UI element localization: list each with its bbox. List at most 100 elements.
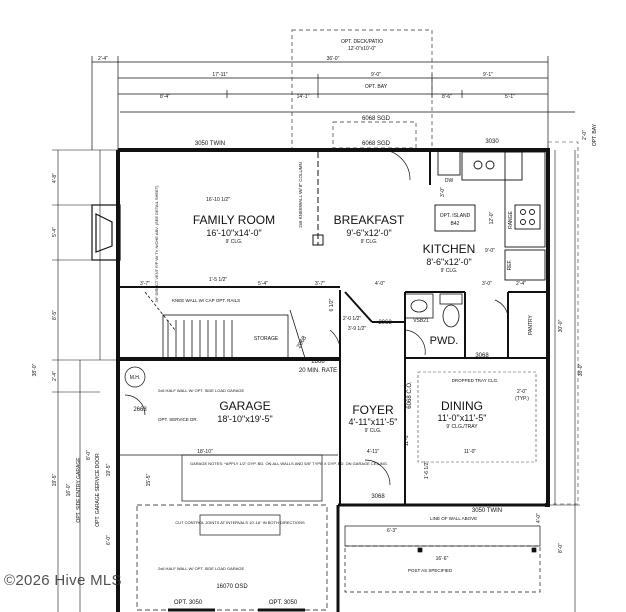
mls-watermark: ©2026 Hive MLS (4, 572, 122, 589)
dim-2-0-half: 2'-0 1/2" (343, 316, 362, 322)
dim-left-19-5b: 19'-5" (106, 463, 112, 476)
window-6068-sgd: 6068 SGD (362, 141, 391, 147)
stair (144, 291, 306, 359)
typ-note: (TYP.) (515, 396, 529, 402)
dim-overall-width: 36'-0" (327, 56, 340, 62)
kitchen-clg: 9' CLG. (441, 268, 458, 274)
pantry-name: PANTRY (528, 314, 534, 334)
knee-wall-rails-note: KNEE WALL W/ CAP OPT. RAILS (172, 298, 240, 303)
dim-18-10: 18'-10" (197, 449, 213, 455)
fireplace (91, 204, 121, 261)
dim-5-1: 5'-1" (505, 94, 515, 100)
dim-9-0: 9'-0" (371, 72, 381, 78)
fireplace-note: 36" DIRECT VENT F/P W/ TV NICHE ABV. (SE… (154, 185, 159, 303)
window-6068-sgd-opt: 6068 SGD (362, 116, 391, 122)
dim-17-11: 17'-11" (212, 72, 227, 78)
opt-bay-top: OPT. BAY (365, 84, 388, 90)
dim-left-offset: 2'-4" (98, 56, 108, 62)
dim-3-7-a: 3'-7" (140, 281, 150, 287)
family-room-clg: 9' CLG. (226, 239, 243, 245)
kitchen-size: 8'-6"x12'-0" (426, 257, 471, 267)
column (312, 234, 324, 246)
dim-4-11: 4'-11" (367, 449, 380, 455)
storage-name: STORAGE (254, 336, 279, 342)
family-room-size: 16'-10"x14'-0" (206, 228, 261, 238)
dim-left-2-4: 2'-4" (52, 371, 58, 381)
dim-14-1: 14'-1" (297, 94, 310, 100)
dim-left-8-5: 8'-5" (52, 310, 58, 320)
dim-6-half: 6 1/2" (329, 298, 335, 311)
interior-walls (118, 150, 548, 505)
range-label: RANGE (508, 210, 514, 228)
island-number: B42 (451, 221, 460, 227)
dining-size: 11'-0"x11'-5" (437, 413, 486, 423)
door-3068-dining: 3068 (475, 353, 489, 359)
dim-left-16-0: 16'-0" (66, 483, 72, 496)
service-door-note: OPT. GARAGE SERVICE DOOR (95, 453, 101, 527)
family-room-name: FAMILY ROOM (193, 213, 275, 227)
window-3030: 3030 (485, 139, 499, 145)
garage-door-16070: 16070 OSD (216, 584, 248, 590)
left-dimensions (52, 149, 118, 612)
opt-island-label: OPT. ISLAND (440, 213, 471, 219)
vsb21-label: VSB21 (413, 318, 429, 324)
dim-8-6: 8'-6" (442, 94, 452, 100)
post-as-specified-note: POST AS SPECIFIED (408, 568, 453, 573)
dim-4-0: 4'-0" (375, 281, 385, 287)
garage-size: 18'-10"x19'-5" (217, 414, 272, 424)
dim-left-38-0: 38'-0" (32, 363, 38, 376)
door-2868: 2868 (311, 359, 325, 365)
dim-3-9-half: 3'-9 1/2" (348, 326, 367, 332)
min-rate-note: 20 MIN. RATE (299, 368, 337, 374)
garage-notes: GARAGE NOTES: *APPLY 1/2" GYP. BD. ON AL… (190, 461, 388, 466)
dim-3-7-b: 3'-7" (315, 281, 325, 287)
door-6068-co: 6068 C.O. (407, 381, 413, 409)
exterior-walls (116, 148, 550, 612)
dim-11-5: 11'-5" (404, 434, 410, 447)
pwd-name: PWD. (430, 335, 459, 347)
dim-8-4: 8'-4" (160, 94, 170, 100)
right-bay-label: OPT. BAY (592, 123, 598, 146)
dim-9-0-kitchen: 9'-0" (485, 248, 495, 254)
dw-label: DW (445, 178, 454, 184)
porch (344, 525, 541, 593)
dim-16-10-half: 16'-10 1/2" (206, 197, 230, 203)
dim-16-6: 16'-6" (436, 556, 449, 562)
foyer-name: FOYER (352, 403, 394, 417)
dining-tray (417, 371, 537, 463)
dim-5-4: 5'-4" (258, 281, 268, 287)
line-of-wall-note: LINE OF WALL ABOVE (430, 516, 477, 521)
mh-label: M.H. (130, 375, 141, 381)
door-2068-pwd: 2068 (378, 320, 392, 326)
dim-1-6-half: 1'-6 1/2" (424, 461, 430, 480)
half-wall-note: 2x6 HALF WALL W/ OPT. SIDE LOAD GARAGE (158, 388, 245, 393)
opt-deck-label: OPT. DECK/PATIO (341, 39, 383, 45)
dim-11-0: 11'-0" (464, 449, 477, 455)
right-dimensions (548, 150, 580, 612)
kitchen-name: KITCHEN (423, 242, 476, 256)
dining-name: DINING (441, 399, 483, 413)
dim-38-0-right: 38'-0" (578, 363, 584, 376)
window-3050-twin-bottom: 3050 TWIN (472, 508, 502, 514)
dim-8-0-right: 8'-0" (558, 543, 564, 553)
kitchen-counters (434, 149, 546, 281)
dim-9-1: 9'-1" (483, 72, 493, 78)
foyer-clg: 9' CLG. (365, 428, 382, 434)
dining-clg: 9' CLG./TRAY (446, 424, 478, 430)
garage-name: GARAGE (219, 399, 270, 413)
dim-left-4-8: 4'-8" (52, 173, 58, 183)
foyer-size: 4'-11"x11'-5" (348, 417, 397, 427)
dim-left-5-4: 5'-4" (52, 227, 58, 237)
dropped-tray-note: DROPPED TRAY CLG. (452, 378, 499, 383)
breakfast-size: 9'-6"x12'-0" (346, 228, 391, 238)
dim-left-19-5: 19'-5" (52, 473, 58, 486)
half-wall-bottom-note: 2x6 HALF WALL W/ OPT. SIDE LOAD GARAGE (158, 566, 245, 571)
dim-left-15-5: 15'-5" (146, 473, 152, 486)
dim-left-6-0: 6'-0" (106, 535, 112, 545)
dim-3-0-b: 3'-0" (482, 281, 492, 287)
top-dimensions (91, 56, 575, 150)
dim-1-5-half: 1'-5 1/2" (209, 277, 228, 283)
opt-deck-size: 12'-0"x10'-0" (348, 46, 376, 52)
powder-fixtures (404, 293, 463, 328)
